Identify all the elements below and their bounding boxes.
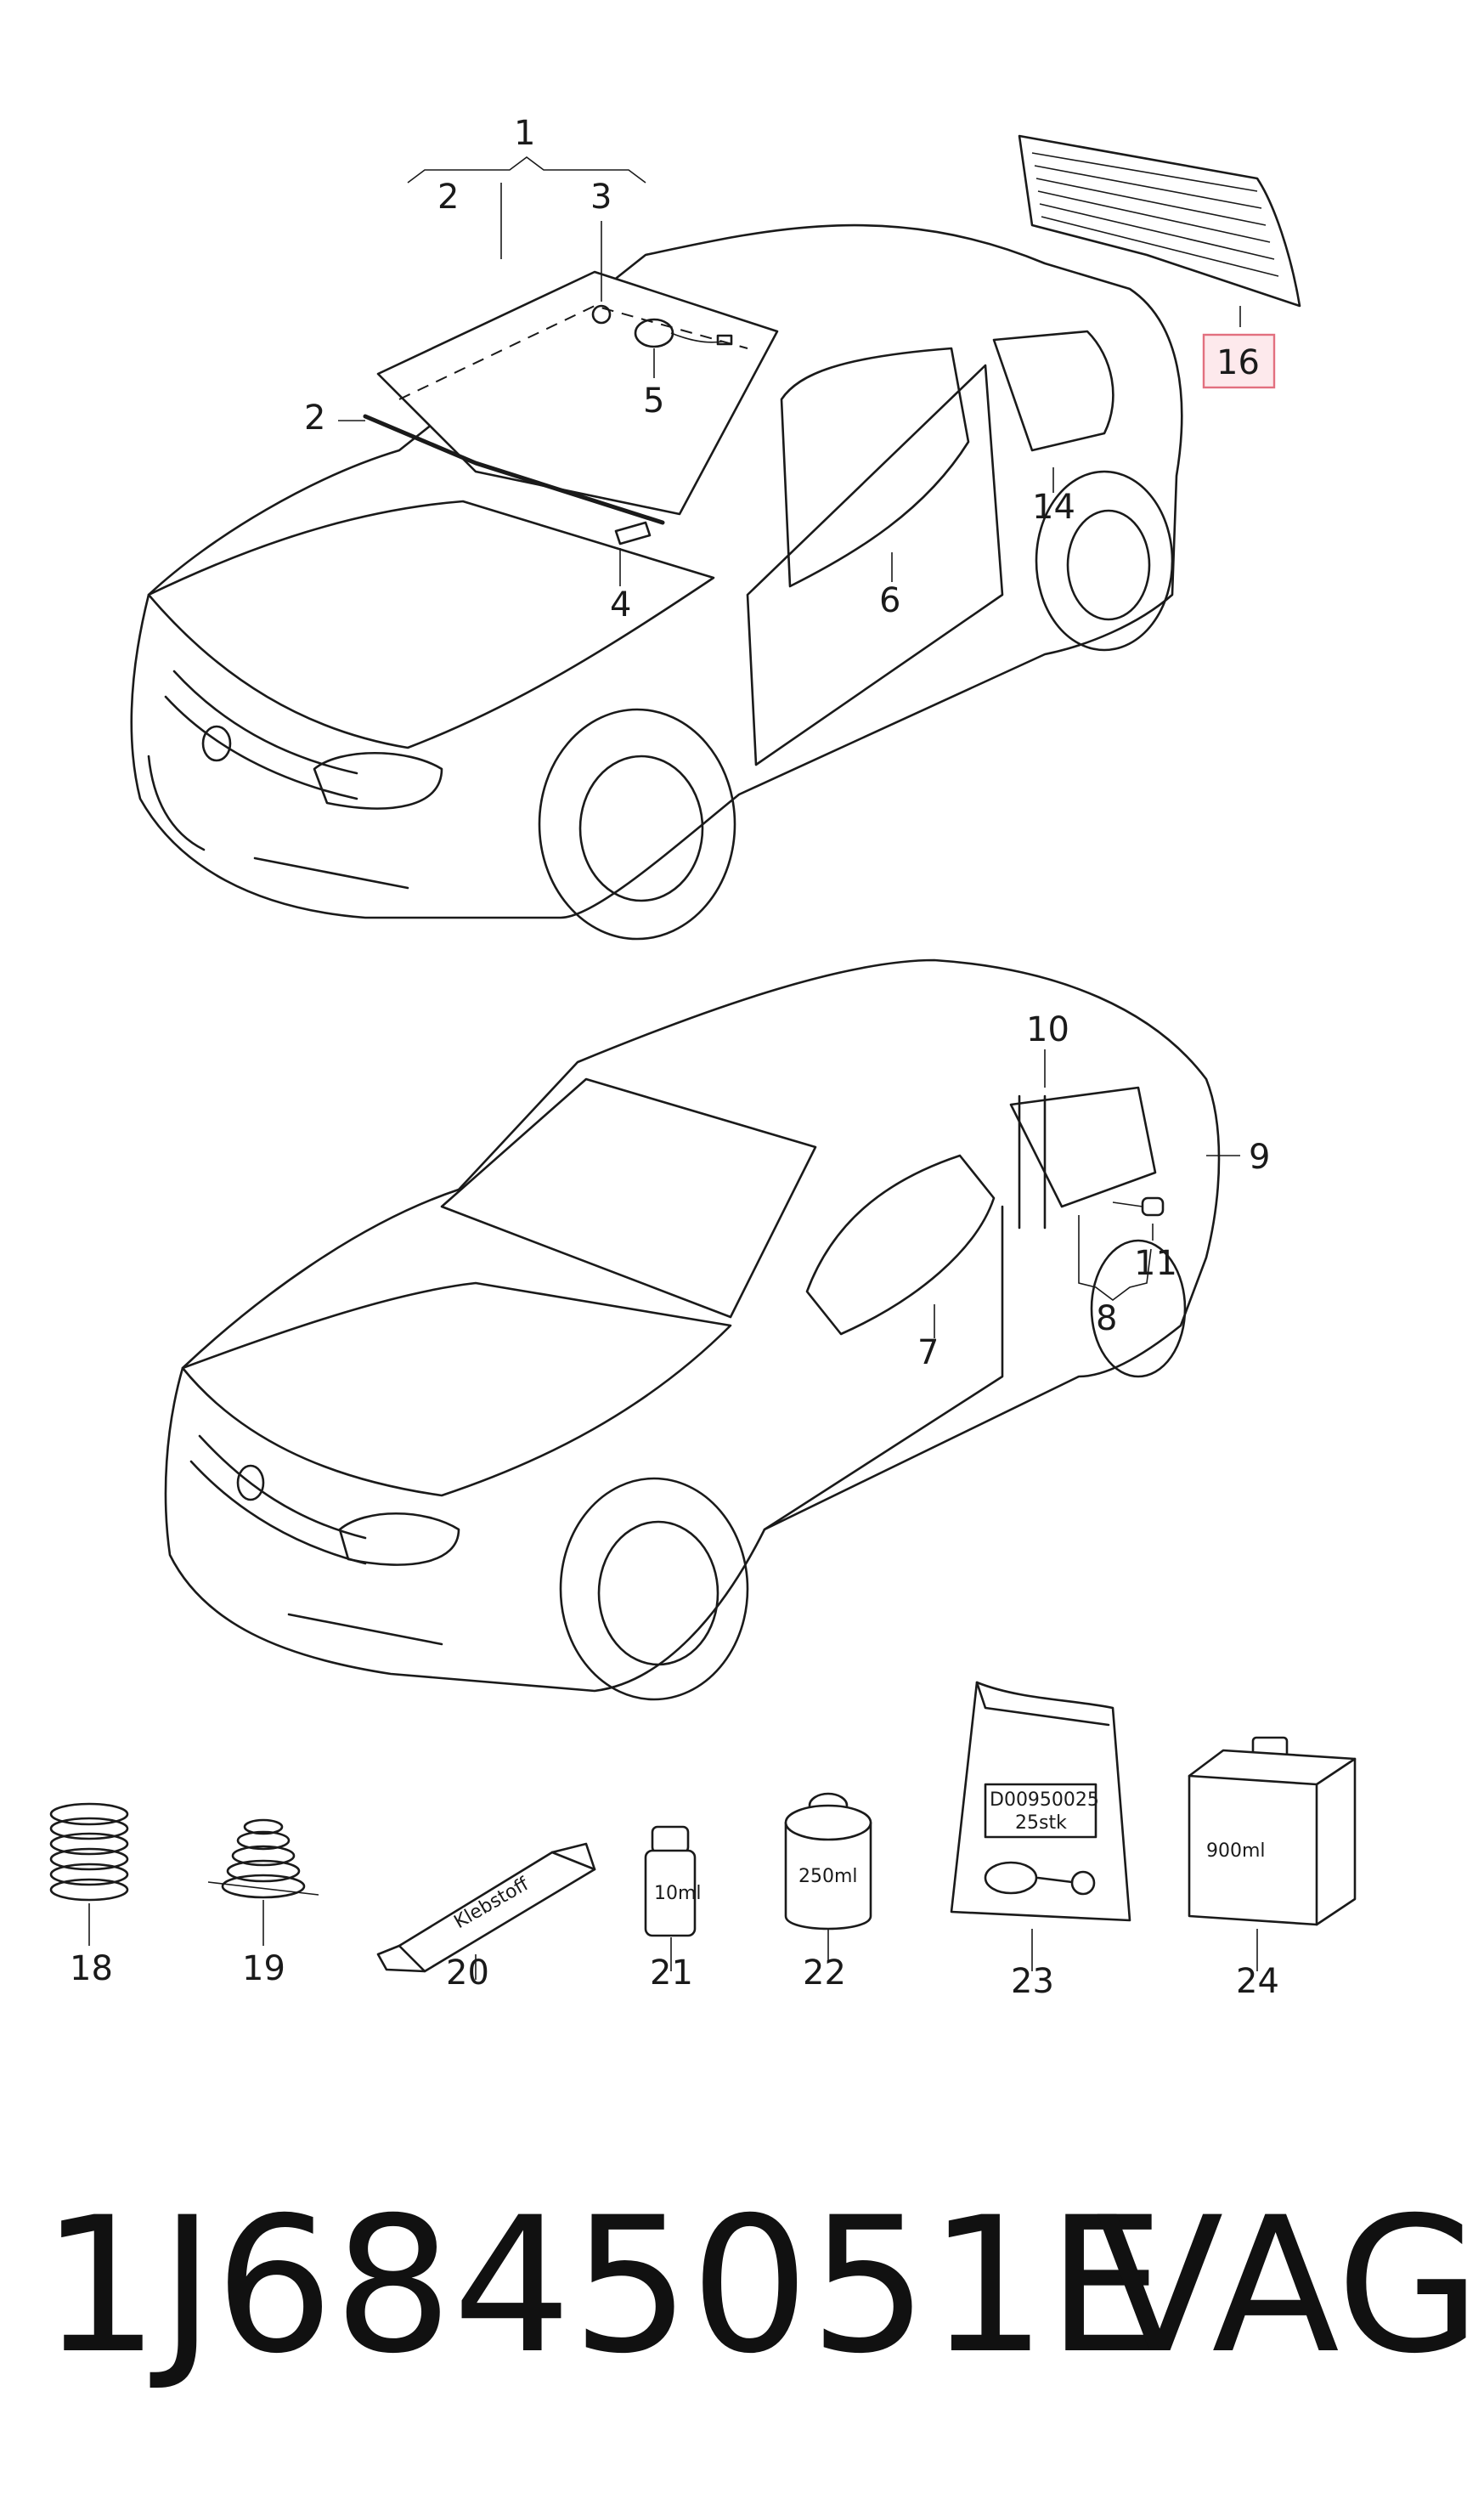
rear-window-part	[1018, 134, 1301, 308]
can-accessory: 250ml	[784, 1792, 872, 1963]
spring-accessory	[49, 1802, 129, 1946]
bag-code: D00950025	[990, 1789, 1099, 1811]
label-16: 16	[1216, 343, 1260, 382]
label-2-top: 2	[437, 178, 459, 217]
label-5: 5	[643, 382, 664, 421]
label-4: 4	[610, 585, 631, 625]
bag-quantity: 25stk	[1015, 1812, 1067, 1834]
bag-accessory: D00950025 25stk	[950, 1681, 1131, 1971]
label-9: 9	[1249, 1138, 1270, 1177]
label-18: 18	[70, 1949, 113, 1988]
small-bottle-label: 10ml	[654, 1883, 702, 1904]
label-20: 20	[446, 1953, 489, 1993]
label-22: 22	[803, 1953, 846, 1993]
leader-lines-top	[338, 156, 1241, 586]
can-label: 250ml	[798, 1866, 858, 1887]
label-3: 3	[590, 178, 612, 217]
highlight-box-16	[1202, 333, 1276, 389]
leader-lines-bottom	[934, 1049, 1240, 1338]
part-number: 1J6845051E	[41, 2177, 1165, 2394]
car-top-illustration	[130, 223, 1183, 941]
label-21: 21	[650, 1953, 693, 1993]
label-7: 7	[917, 1333, 939, 1372]
cone-spring-accessory	[207, 1818, 319, 1946]
canister-label: 900ml	[1206, 1840, 1266, 1862]
label-6: 6	[879, 581, 900, 620]
label-10: 10	[1026, 1010, 1069, 1049]
label-1: 1	[514, 114, 535, 153]
label-11: 11	[1134, 1244, 1177, 1283]
canister-accessory: 900ml	[1188, 1736, 1357, 1971]
label-23: 23	[1011, 1962, 1054, 2001]
label-14: 14	[1032, 488, 1075, 527]
label-19: 19	[242, 1949, 285, 1988]
car-bottom-illustration	[164, 958, 1221, 1701]
label-8: 8	[1096, 1299, 1117, 1338]
label-24: 24	[1236, 1962, 1279, 2001]
label-2-side: 2	[304, 399, 325, 438]
footer: 1J6845051E VAG	[0, 2158, 1484, 2413]
small-bottle-accessory: 10ml	[644, 1825, 702, 1971]
brand-name: VAG	[1096, 2177, 1481, 2394]
